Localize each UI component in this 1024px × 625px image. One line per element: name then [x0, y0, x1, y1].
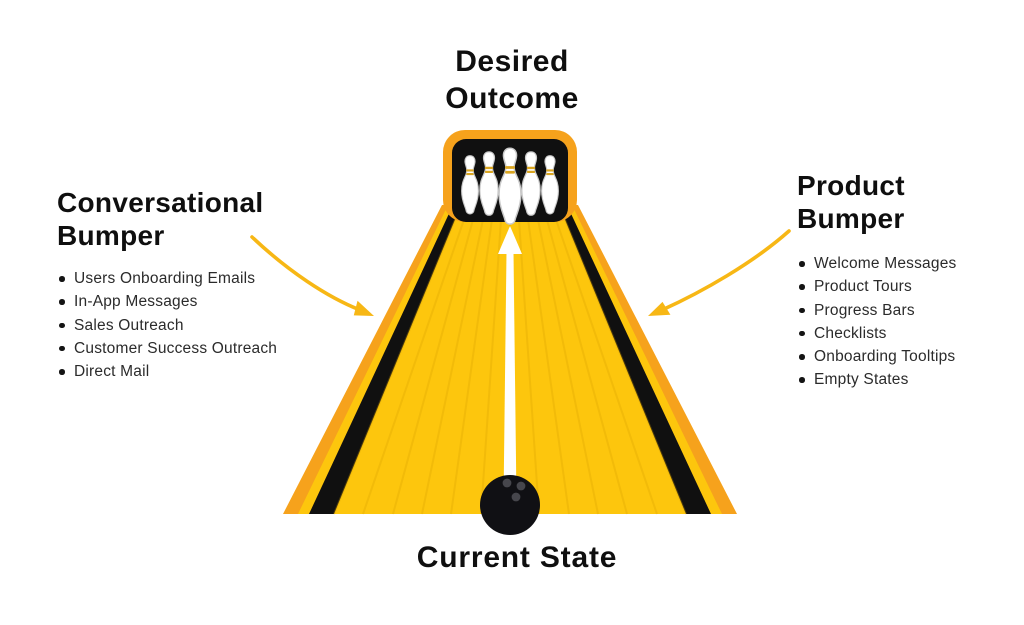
right-bullet-list: Welcome Messages Product Tours Progress …: [797, 252, 956, 392]
list-item: Direct Mail: [57, 360, 277, 383]
list-item: Welcome Messages: [797, 252, 956, 275]
bowling-ball-icon: [480, 475, 540, 535]
finger-hole: [516, 481, 526, 491]
list-item: Checklists: [797, 322, 956, 345]
finger-hole: [511, 492, 521, 502]
list-item: Users Onboarding Emails: [57, 267, 277, 290]
right-curved-arrow-line: [660, 229, 791, 312]
list-item: In-App Messages: [57, 290, 277, 313]
up-arrow-shaft: [503, 252, 517, 502]
bowling-ball: [480, 475, 540, 535]
right-curved-arrow-icon: [648, 229, 791, 316]
list-item: Progress Bars: [797, 299, 956, 322]
lane-board-stripes: [333, 204, 687, 515]
right-section-heading: Product Bumper: [797, 170, 905, 234]
left-section-heading: Conversational Bumper: [57, 187, 264, 251]
left-curved-arrow-head: [353, 300, 374, 316]
up-arrow-head: [498, 226, 522, 254]
list-item: Product Tours: [797, 275, 956, 298]
up-arrow-icon: [498, 226, 522, 502]
list-item: Onboarding Tooltips: [797, 345, 956, 368]
left-curved-arrow-icon: [250, 235, 374, 316]
current-state-label: Current State: [416, 541, 618, 574]
right-curved-arrow-head: [648, 301, 671, 316]
left-bullet-list: Users Onboarding Emails In-App Messages …: [57, 267, 277, 383]
list-item: Empty States: [797, 368, 956, 391]
list-item: Sales Outreach: [57, 314, 277, 337]
list-item: Customer Success Outreach: [57, 337, 277, 360]
diagram-title: Desired Outcome: [445, 45, 579, 115]
left-curved-arrow-line: [250, 235, 362, 312]
finger-hole: [502, 478, 512, 488]
